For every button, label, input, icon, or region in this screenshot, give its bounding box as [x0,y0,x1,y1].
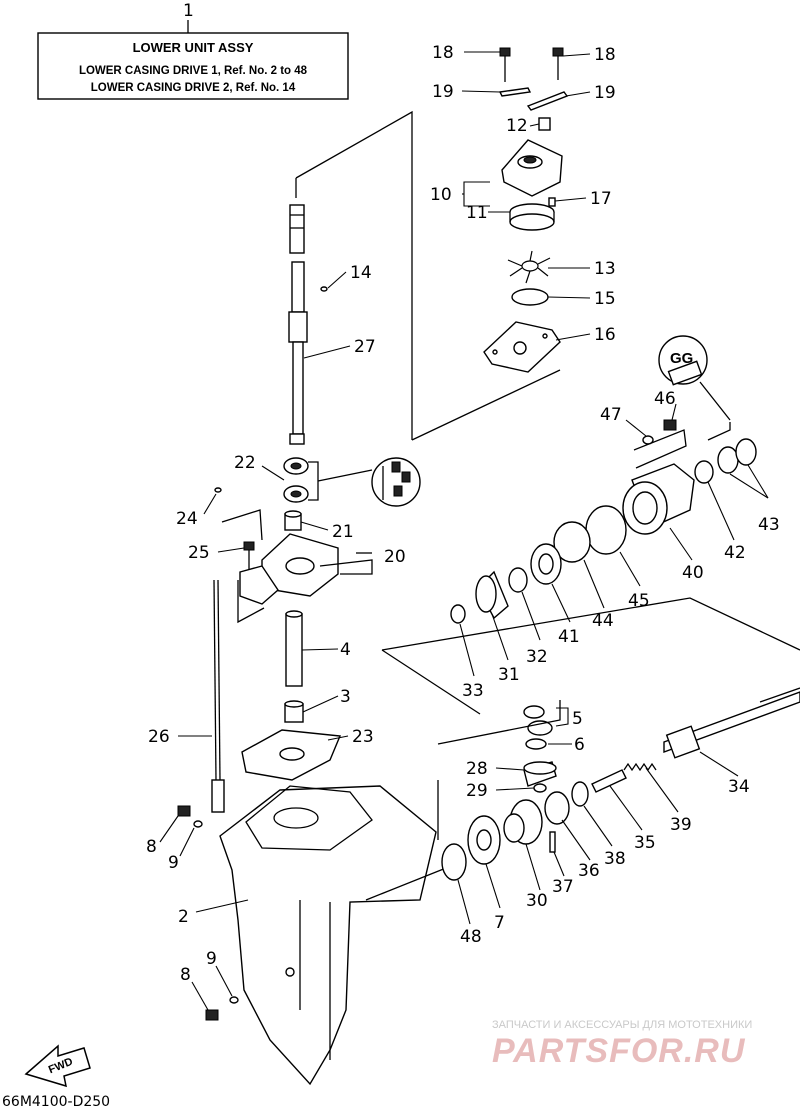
ref-32: 32 [526,647,548,667]
ref-40: 40 [682,563,704,583]
lower-casing [177,780,457,1086]
ref-8-upper: 8 [146,837,157,857]
ref-9-upper: 9 [168,853,179,873]
watermark-line1: ЗАПЧАСТИ И АКСЕССУАРЫ ДЛЯ МОТОТЕХНИКИ [492,1019,752,1031]
ref-12: 12 [506,116,528,136]
ref-10: 10 [430,185,452,205]
ref-11: 11 [466,203,488,223]
drive-shaft-group [288,110,561,445]
water-pump-group [483,47,569,373]
ref-43: 43 [758,515,780,535]
ref-8-lower: 8 [180,965,191,985]
header-ref: 1 [183,1,194,21]
grease-symbol: GG [670,350,693,367]
ref-22: 22 [234,453,256,473]
ref-19-right: 19 [594,83,616,103]
header-title: LOWER UNIT ASSY [133,40,254,55]
ref-34: 34 [728,777,750,797]
ref-36: 36 [578,861,600,881]
ref-29: 29 [466,781,488,801]
ref-48: 48 [460,927,482,947]
ref-25: 25 [188,543,210,563]
ref-45: 45 [628,591,650,611]
ref-6: 6 [574,735,585,755]
ref-3: 3 [340,687,351,707]
ref-2: 2 [178,907,189,927]
ref-4: 4 [340,640,351,660]
ref-16: 16 [594,325,616,345]
propeller-shaft-group [437,687,800,881]
ref-44: 44 [592,611,614,631]
ref-15: 15 [594,289,616,309]
ref-26: 26 [148,727,170,747]
ref-31: 31 [498,665,520,685]
ref-33: 33 [462,681,484,701]
ref-30: 30 [526,891,548,911]
ref-41: 41 [558,627,580,647]
ref-27: 27 [354,337,376,357]
diagram-code: 66M4100-D250 [2,1094,110,1110]
ref-14: 14 [350,263,372,283]
ref-7: 7 [494,913,505,933]
ref-28: 28 [466,759,488,779]
ref-17: 17 [590,189,612,209]
ref-47: 47 [600,405,622,425]
ref-37: 37 [552,877,574,897]
header-line2: LOWER CASING DRIVE 2, Ref. No. 14 [91,82,296,94]
ref-39: 39 [670,815,692,835]
header-line1: LOWER CASING DRIVE 1, Ref. No. 2 to 48 [79,65,308,77]
ref-38: 38 [604,849,626,869]
ref-18-left: 18 [432,43,454,63]
ref-24: 24 [176,509,198,529]
ref-19-left: 19 [432,82,454,102]
ref-5: 5 [572,709,583,729]
ref-23: 23 [352,727,374,747]
ref-18-right: 18 [594,45,616,65]
watermark: ЗАПЧАСТИ И АКСЕССУАРЫ ДЛЯ МОТОТЕХНИКИ PA… [492,1019,752,1070]
forward-arrow-icon: FWD [24,1044,91,1088]
watermark-line2: PARTSFOR.RU [492,1032,746,1070]
ref-9-lower: 9 [206,949,217,969]
ref-42: 42 [724,543,746,563]
assembly-header: 1 LOWER UNIT ASSY LOWER CASING DRIVE 1, … [37,1,349,100]
ref-13: 13 [594,259,616,279]
ref-21: 21 [332,522,354,542]
upper-housing-group [211,457,421,813]
ref-20: 20 [384,547,406,567]
part-numbers: 18 18 19 19 12 10 11 17 13 15 16 14 27 2… [146,43,780,985]
ref-35: 35 [634,833,656,853]
ref-46: 46 [654,389,676,409]
forward-gear-group: GG [381,335,800,715]
leader-lines [159,51,769,1011]
